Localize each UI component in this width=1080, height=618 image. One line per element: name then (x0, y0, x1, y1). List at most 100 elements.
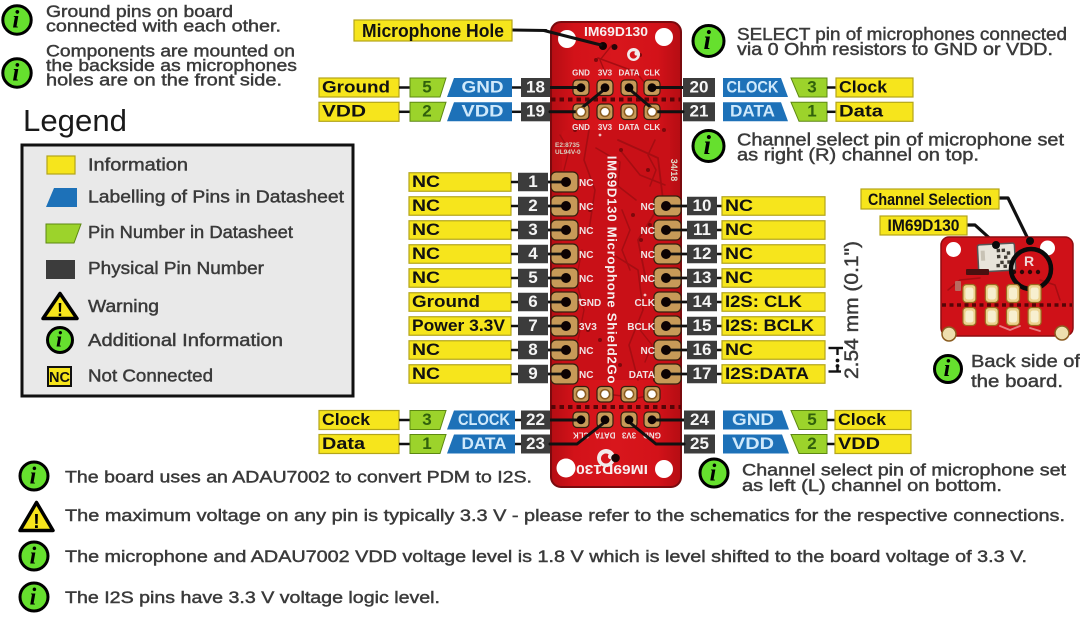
svg-text:i: i (12, 59, 19, 86)
svg-text:3: 3 (422, 410, 431, 429)
svg-text:holes are on the front side.: holes are on the front side. (46, 71, 282, 90)
svg-text:18: 18 (526, 77, 545, 96)
svg-text:IM69D130: IM69D130 (576, 462, 648, 476)
svg-text:Warning: Warning (88, 296, 159, 316)
svg-text:8: 8 (528, 340, 537, 359)
svg-text:Legend: Legend (23, 103, 127, 138)
svg-text:NC: NC (579, 178, 593, 189)
svg-text:as right (R) channel on top.: as right (R) channel on top. (737, 145, 979, 165)
svg-text:NC: NC (412, 196, 440, 215)
svg-text:2.54 mm (0.1"): 2.54 mm (0.1") (842, 241, 863, 379)
svg-text:NC: NC (579, 346, 593, 357)
svg-text:NC: NC (412, 340, 440, 359)
svg-text:VDD: VDD (462, 102, 504, 121)
svg-text:i: i (56, 327, 63, 352)
svg-text:DATA: DATA (629, 370, 655, 381)
svg-text:15: 15 (693, 316, 712, 335)
svg-text:NC: NC (579, 370, 593, 381)
svg-text:Data: Data (322, 434, 366, 453)
svg-text:GND: GND (572, 69, 590, 78)
svg-text:NC: NC (725, 244, 753, 263)
svg-text:22: 22 (526, 410, 545, 429)
svg-text:1: 1 (422, 434, 431, 453)
svg-text:DATA: DATA (618, 69, 639, 78)
svg-text:connected with each other.: connected with each other. (46, 17, 281, 36)
svg-text:NC: NC (412, 244, 440, 263)
svg-text:19: 19 (526, 102, 545, 121)
svg-text:i: i (30, 463, 37, 489)
svg-text:UL94V-0: UL94V-0 (555, 149, 581, 156)
svg-text:VDD: VDD (732, 434, 774, 453)
svg-text:I2S: CLK: I2S: CLK (725, 292, 803, 311)
svg-text:DATA: DATA (618, 123, 639, 132)
svg-text:VDD: VDD (322, 102, 366, 121)
svg-text:NC: NC (725, 196, 753, 215)
svg-text:5: 5 (528, 268, 537, 287)
svg-text:NC: NC (412, 220, 440, 239)
svg-text:10: 10 (693, 196, 712, 215)
svg-text:NC: NC (579, 202, 593, 213)
svg-text:The I2S pins have 3.3 V voltag: The I2S pins have 3.3 V voltage logic le… (65, 588, 440, 607)
svg-text:Ground pins on board: Ground pins on board (46, 2, 233, 21)
svg-text:Clock: Clock (838, 410, 887, 429)
svg-text:DATA: DATA (462, 434, 507, 453)
svg-text:i: i (12, 6, 19, 33)
svg-text:BCLK: BCLK (627, 322, 656, 333)
svg-text:3: 3 (807, 77, 816, 96)
svg-text:i: i (704, 25, 712, 55)
svg-text:NC: NC (725, 268, 753, 287)
svg-text:IM69D130 Microphone Shield2Go: IM69D130 Microphone Shield2Go (605, 156, 620, 384)
svg-text:NC: NC (49, 370, 70, 386)
svg-text:23: 23 (526, 434, 545, 453)
svg-text:i: i (30, 543, 37, 569)
svg-text:the backside as microphones: the backside as microphones (46, 56, 297, 75)
svg-text:1: 1 (807, 102, 816, 121)
svg-text:as left (L) channel on bottom.: as left (L) channel on bottom. (742, 477, 1002, 495)
svg-text:GND: GND (643, 431, 661, 440)
svg-text:!: ! (57, 300, 63, 320)
svg-text:Components are mounted on: Components are mounted on (46, 42, 295, 61)
svg-text:NC: NC (641, 346, 655, 357)
svg-text:Channel Selection: Channel Selection (868, 191, 992, 209)
svg-text:i: i (704, 130, 712, 160)
svg-text:Physical Pin Number: Physical Pin Number (88, 258, 264, 278)
svg-text:Data: Data (839, 102, 884, 121)
svg-text:2: 2 (528, 196, 537, 215)
svg-text:DATA: DATA (730, 102, 775, 121)
svg-text:CLK: CLK (644, 123, 661, 132)
svg-text:the board.: the board. (971, 371, 1063, 391)
svg-text:Back side of: Back side of (971, 351, 1080, 371)
svg-text:3V3: 3V3 (598, 123, 613, 132)
svg-text:Additional Information: Additional Information (88, 330, 283, 350)
svg-text:CLK: CLK (644, 69, 661, 78)
svg-text:The board uses an ADAU7002 to: The board uses an ADAU7002 to convert PD… (65, 468, 532, 487)
svg-text:13: 13 (693, 268, 712, 287)
svg-text:NC: NC (725, 220, 753, 239)
svg-text:NC: NC (579, 274, 593, 285)
svg-text:i: i (710, 460, 717, 486)
svg-text:NC: NC (412, 172, 440, 191)
svg-text:Channel select pin of micropho: Channel select pin of microphone set (737, 130, 1064, 150)
svg-text:Not Connected: Not Connected (88, 366, 213, 386)
svg-text:Power 3.3V: Power 3.3V (412, 316, 506, 335)
svg-text:NC: NC (412, 364, 440, 383)
svg-text:The microphone and ADAU7002 VD: The microphone and ADAU7002 VDD voltage … (65, 547, 1027, 566)
svg-text:I2S: BCLK: I2S: BCLK (725, 316, 815, 335)
svg-text:CLOCK: CLOCK (458, 410, 511, 429)
svg-text:6: 6 (528, 292, 537, 311)
svg-text:17: 17 (693, 364, 712, 383)
svg-text:GND: GND (579, 298, 601, 309)
svg-text:Clock: Clock (322, 410, 371, 429)
svg-text:GND: GND (572, 123, 590, 132)
svg-text:34/18: 34/18 (669, 159, 679, 182)
svg-text:14: 14 (693, 292, 712, 311)
svg-text:VDD: VDD (838, 434, 880, 453)
svg-text:2: 2 (422, 102, 431, 121)
svg-text:3V3: 3V3 (598, 69, 613, 78)
svg-text:I2S:DATA: I2S:DATA (725, 364, 809, 383)
svg-text:GND: GND (732, 410, 774, 429)
svg-text:20: 20 (690, 77, 709, 96)
svg-text:5: 5 (807, 410, 816, 429)
svg-text:IM69D130: IM69D130 (888, 217, 960, 235)
svg-text:Ground: Ground (412, 292, 480, 311)
